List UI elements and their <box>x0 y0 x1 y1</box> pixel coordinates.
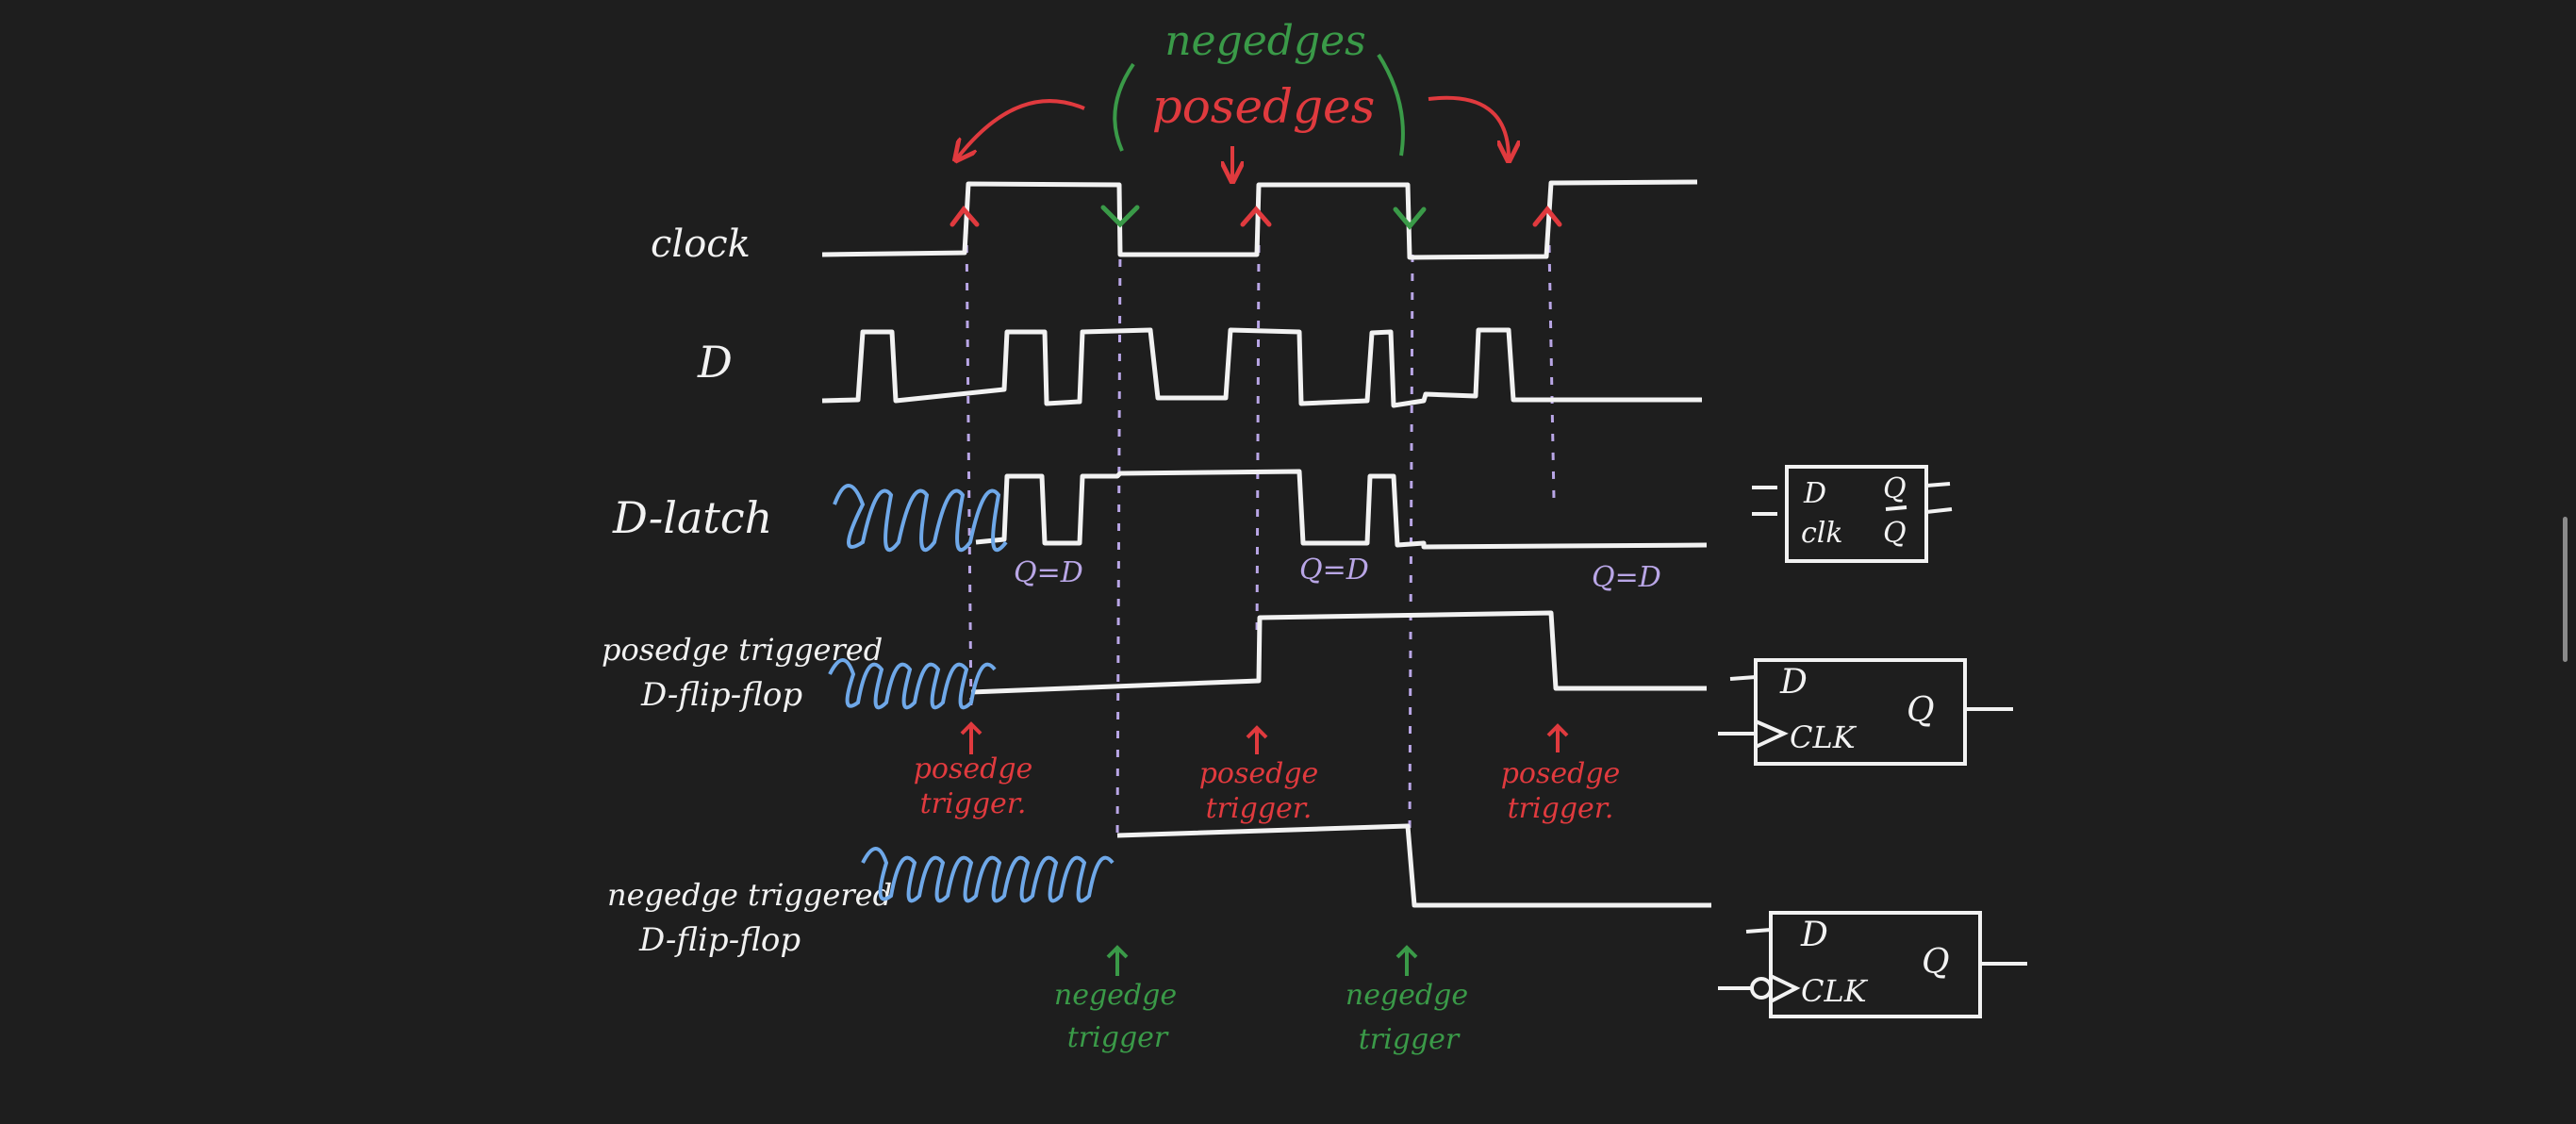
latch-symbol-pins <box>1752 482 1953 516</box>
posedge-trigger-2-line2: trigger. <box>1206 792 1313 825</box>
negedge-tick-1 <box>1100 205 1140 228</box>
dashed-guides <box>965 225 1556 840</box>
posedge-ff-box <box>1754 658 1967 766</box>
dashed-guide-negedge-1 <box>1115 240 1122 840</box>
latch-symbol-clk: clk <box>1801 517 1843 550</box>
right-paren <box>1377 53 1405 157</box>
posedge-ff-symbol <box>1718 658 2013 766</box>
negedge-trigger-arrow-2 <box>1395 945 1418 976</box>
posedge-ff-d: D <box>1779 663 1808 702</box>
latch-symbol <box>1752 465 1953 563</box>
posedge-ff-pins <box>1718 675 2013 736</box>
d-latch-label: D-latch <box>612 492 772 543</box>
posedge-trigger-3-line1: posedge <box>1501 757 1621 790</box>
posedge-ff-q: Q <box>1907 691 1935 730</box>
d-latch-wave <box>975 469 1708 550</box>
posedge-trigger-arrow-1 <box>960 721 983 754</box>
d-label: D <box>697 337 733 388</box>
negedge-tick-2 <box>1393 207 1427 230</box>
negedge-ff-label-line1: negedge triggered <box>607 877 892 913</box>
latch-qbar-overline <box>1885 505 1907 511</box>
negedge-ff-d: D <box>1800 916 1828 954</box>
posedge-trigger-2-line1: posedge <box>1199 757 1319 790</box>
posedge-tick-2 <box>1240 206 1272 227</box>
negedge-ff-clock-triangle <box>1770 974 1801 1003</box>
negedge-trigger-arrow-1 <box>1106 945 1129 976</box>
negedges-label: negedges <box>1164 17 1366 65</box>
waveforms <box>821 179 1711 908</box>
dashed-guide-posedge-2 <box>1255 244 1261 642</box>
negedge-ff-q: Q <box>1922 943 1950 982</box>
posedge-trigger-1-line2: trigger. <box>920 787 1027 820</box>
posedge-triggers: posedge trigger. posedge trigger. posedg… <box>914 721 1621 825</box>
clock-label: clock <box>651 223 751 266</box>
negedge-ff-symbol <box>1718 911 2027 1018</box>
dashed-guide-posedge-1 <box>965 225 973 718</box>
negedge-ff-inversion-bubble <box>1750 977 1773 1000</box>
negedge-ff-label-line2: D-flip-flop <box>638 921 801 959</box>
negedge-ff-wave <box>1116 823 1711 908</box>
clock-wave <box>821 179 1698 260</box>
latch-note-2: Q=D <box>1299 554 1369 587</box>
negedge-trigger-2-line1: negedge <box>1346 979 1468 1012</box>
d-wave <box>821 327 1702 408</box>
posedge-tick-3 <box>1532 206 1562 227</box>
posedge-trigger-arrow-2 <box>1246 725 1268 754</box>
posedge-ticks <box>949 206 1562 227</box>
posedge-ff-label-line2: D-flip-flop <box>640 676 802 714</box>
posedge-ff-clk: CLK <box>1790 719 1858 755</box>
latch-scribble <box>833 484 1008 553</box>
posedge-ff-wave <box>970 610 1707 695</box>
negedge-ticks <box>1100 205 1427 230</box>
negedge-ff-scribble <box>861 847 1115 903</box>
posedge-trigger-1-line1: posedge <box>914 752 1033 785</box>
latch-symbol-box <box>1785 465 1928 563</box>
latch-note-1: Q=D <box>1014 556 1083 589</box>
posedge-arrow-right <box>1428 95 1509 158</box>
dashed-guide-posedge-3 <box>1547 244 1556 501</box>
latch-symbol-q: Q <box>1883 472 1907 505</box>
negedge-ff-clk: CLK <box>1801 973 1869 1009</box>
left-paren <box>1113 62 1135 152</box>
negedge-trigger-1-line1: negedge <box>1054 979 1177 1012</box>
posedge-trigger-3-line2: trigger. <box>1508 792 1614 825</box>
posedge-trigger-arrow-3 <box>1546 723 1569 752</box>
vertical-scrollbar[interactable] <box>2563 517 2568 662</box>
posedge-arrow-left <box>957 99 1085 158</box>
latch-note-3: Q=D <box>1592 561 1661 594</box>
posedges-label: posedges <box>1152 79 1376 134</box>
negedge-triggers: negedge trigger negedge trigger <box>1054 945 1468 1056</box>
latch-symbol-d: D <box>1803 477 1826 510</box>
negedge-trigger-1-line2: trigger <box>1067 1021 1169 1054</box>
posedge-tick-1 <box>949 206 980 227</box>
posedge-ff-scribble <box>828 658 997 710</box>
posedge-ff-clock-triangle <box>1755 719 1789 749</box>
latch-symbol-qbar: Q <box>1883 517 1907 550</box>
negedge-trigger-2-line2: trigger <box>1359 1023 1461 1056</box>
negedge-ff-pins <box>1718 928 2027 990</box>
undefined-scribbles <box>828 484 1115 903</box>
